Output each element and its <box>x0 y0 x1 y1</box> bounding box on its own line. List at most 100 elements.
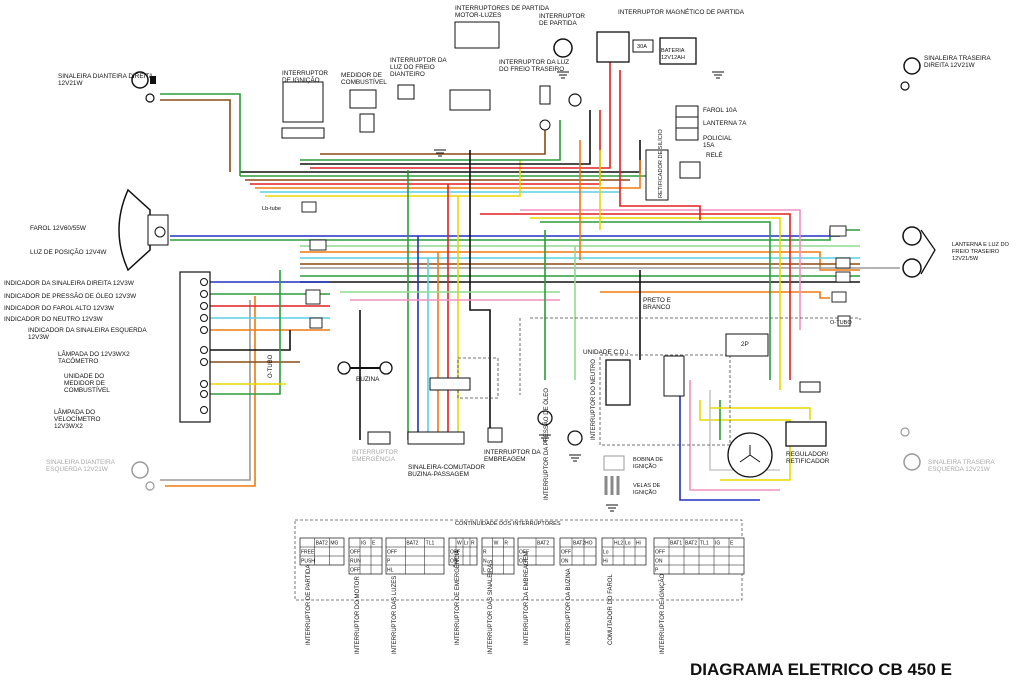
wire-brown-left <box>160 99 231 172</box>
wire-stator-yellow <box>699 400 791 481</box>
label-ind-sinal-dir: INDICADOR DA SINALEIRA DIREITA 12V3W <box>4 280 135 287</box>
table-col-header: Lo <box>625 541 631 547</box>
rear-left-signal-lamp <box>900 427 921 471</box>
table-col-header: W <box>494 541 499 547</box>
table-row-header: P <box>387 559 391 565</box>
dash-lamp-bulb <box>200 290 208 298</box>
dash-lamp-bulb <box>200 314 208 322</box>
front-brake-switch <box>397 84 415 100</box>
wire-green-rear2 <box>540 221 771 380</box>
label-farol-10a: FAROL 10A <box>703 107 738 114</box>
label-ind-farol-alto: INDICADOR DO FAROL ALTO 12V3W <box>4 305 115 312</box>
table-col-header: MG <box>330 541 338 547</box>
ignition-coil <box>603 455 625 495</box>
table-col-header: BAT2 <box>537 541 549 547</box>
wire-red <box>250 110 601 185</box>
wire-pink-rear <box>520 209 801 330</box>
label-farol: FAROL 12V60/55W <box>30 225 87 232</box>
table-row-header: OFF <box>561 550 571 556</box>
table-row-header: N <box>483 559 487 565</box>
dashed-frame-cdi <box>599 354 731 446</box>
table-col-header: TL1 <box>426 541 435 547</box>
wire-stator-blue <box>679 380 760 501</box>
table-col-header: IG <box>715 541 720 547</box>
label-regulador: REGULADOR/RETIFICADOR <box>786 451 830 465</box>
silicon-rectifier <box>645 149 669 201</box>
label-o-tubo: O-TUBO <box>830 320 852 326</box>
wire-orange-rear <box>600 291 830 299</box>
oil-pressure-switch <box>537 410 553 426</box>
table-row-header: OFF <box>350 568 360 574</box>
table-col-header: Hi <box>636 541 641 547</box>
connector-2p <box>725 333 769 357</box>
dash-lamp-bulb <box>200 358 208 366</box>
wire-red-drop2 <box>619 70 701 220</box>
table-col-header: Lr <box>464 541 469 547</box>
switch-name-label: INTERRUPTOR DE EMERGÊNCIA <box>453 550 461 645</box>
continuity-header: CONTINUIDADE DOS INTERRUPTORES <box>455 521 561 527</box>
table-row-header: OFF <box>450 550 460 556</box>
switch-name-label: INTERRUPTOR DE PARTIDA <box>306 565 312 645</box>
table-col-header: W <box>457 541 462 547</box>
table-row-header: RUN <box>350 559 361 565</box>
wire-orange-long <box>300 251 860 271</box>
table-row-header: P <box>655 568 659 574</box>
label-ind-neutro: INDICADOR DO NEUTRO 12V3W <box>4 316 104 323</box>
ground-symbols <box>434 71 724 512</box>
wire-black <box>240 140 641 173</box>
dash-lamp-bulb <box>200 406 208 414</box>
switch-name-label: INTERRUPTOR DE IGNIÇÃO <box>659 573 666 654</box>
ignition-switch <box>281 81 325 139</box>
dash-lamp-bulb <box>200 346 208 354</box>
label-ind-pressao-oleo: INDICADOR DE PRESSÃO DE ÓLEO 12V3W <box>4 291 137 300</box>
front-right-signal-lamp <box>131 71 156 103</box>
wire-dash-black <box>210 330 291 351</box>
wire-yellow <box>265 160 521 197</box>
label-rele: RELÉ <box>706 150 723 159</box>
label-fusivel-30a: 30A <box>637 44 647 50</box>
table-row-header: OFF <box>519 550 529 556</box>
regulator-rectifier <box>785 381 827 447</box>
vlabel-int-pressao-oleo: INTERRUPTOR DA PRESSÃO DE ÓLEO <box>543 388 550 500</box>
wire-yellow-rear <box>530 217 781 390</box>
table-row-header: ON <box>450 559 458 565</box>
switch-name-label: INTERRUPTOR DAS LUZES <box>392 576 398 654</box>
cdi-unit <box>605 355 685 406</box>
starter-motor <box>553 38 582 107</box>
wire-dash-green2 <box>210 270 281 395</box>
table-col-header: TL1 <box>700 541 709 547</box>
wire-red2 <box>310 60 611 169</box>
fuse-box <box>675 105 699 141</box>
label-lanterna-7a: LANTERNA 7A <box>703 120 747 127</box>
table-row-header: Lo <box>603 550 609 556</box>
table-col-header: BAT1 <box>670 541 682 547</box>
wire-reg-yellow <box>710 407 811 420</box>
tail-brake-lamp <box>902 226 936 278</box>
table-col-header: BAT2 <box>316 541 328 547</box>
dash-lamp-bulb <box>200 278 208 286</box>
relay <box>679 161 701 179</box>
junction-blocks <box>301 201 851 329</box>
table-col-header: E <box>372 541 376 547</box>
switch-name-label: INTERRUPTOR DO MOTOR <box>355 576 361 654</box>
table-row-header: OFF <box>387 550 397 556</box>
wire-orange-left <box>165 296 256 487</box>
switch-name-label: INTERRUPTOR DA BUZINA <box>566 568 572 645</box>
